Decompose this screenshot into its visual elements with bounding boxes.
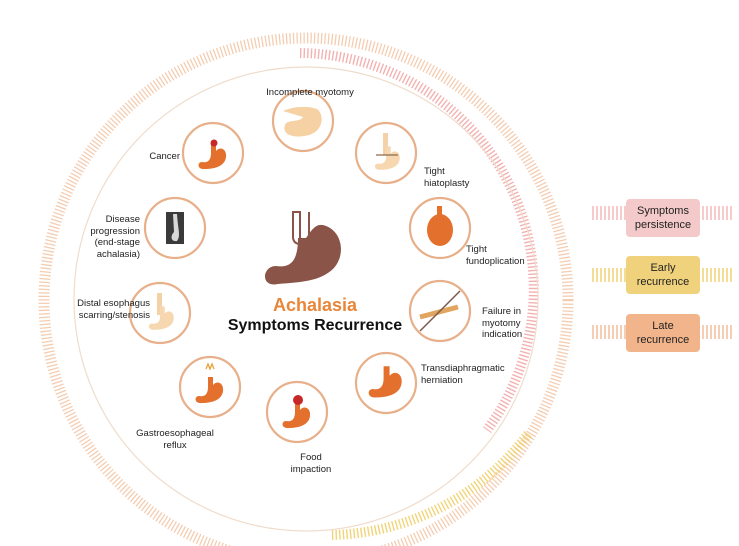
xray-icon xyxy=(143,196,207,260)
label-incomplete-myotomy: Incomplete myotomy xyxy=(266,87,354,98)
food-bolus-stomach-icon xyxy=(265,380,329,444)
legend-symptoms-persistence: Symptoms persistence xyxy=(626,199,700,237)
legend-stripe-left-persistence xyxy=(592,206,630,220)
legend-stripe-right-late xyxy=(698,325,732,339)
arc-early-recurrence xyxy=(329,431,533,540)
label-transdiaphragmatic-herniation: Transdiaphragmatic herniation xyxy=(421,363,505,386)
stomach-myotomy-icon xyxy=(271,89,335,153)
stenosis-esophagus-icon xyxy=(128,281,192,345)
label-disease-progression: Disease progression (end-stage achalasia… xyxy=(90,214,140,260)
tumor-stomach-icon xyxy=(181,121,245,185)
label-food-impaction: Food impaction xyxy=(290,452,332,475)
legend-stripe-right-early xyxy=(698,268,732,282)
label-failure-myotomy-indication: Failure in myotomy indication xyxy=(482,306,523,340)
legend-early-recurrence: Early recurrence xyxy=(626,256,700,294)
arc-symptoms-persistence xyxy=(299,48,539,433)
crossed-esophagus-icon xyxy=(408,279,472,343)
label-tight-hiatoplasty: Tight hiatoplasty xyxy=(424,166,470,189)
herniated-stomach-icon xyxy=(354,351,418,415)
center-stomach-icon xyxy=(265,211,341,285)
label-cancer: Cancer xyxy=(149,151,180,162)
diagram-title-line2: Symptoms Recurrence xyxy=(227,317,403,334)
main-ring xyxy=(73,66,539,532)
arc-late-recurrence xyxy=(38,32,574,546)
diagram-title-line1: Achalasia xyxy=(272,295,358,315)
label-distal-esophagus-scarring: Distal esophagus scarring/stenosis xyxy=(77,298,150,321)
legend-stripe-right-persistence xyxy=(698,206,732,220)
esophagus-stomach-icon xyxy=(354,121,418,185)
wrapped-stomach-icon xyxy=(408,196,472,260)
legend-stripe-left-early xyxy=(592,268,630,282)
label-tight-fundoplication: Tight fundoplication xyxy=(466,244,525,267)
reflux-stomach-icon xyxy=(178,355,242,419)
legend-late-recurrence: Late recurrence xyxy=(626,314,700,352)
label-gastroesophageal-reflux: Gastroesophageal reflux xyxy=(136,428,214,451)
legend-stripe-left-late xyxy=(592,325,630,339)
